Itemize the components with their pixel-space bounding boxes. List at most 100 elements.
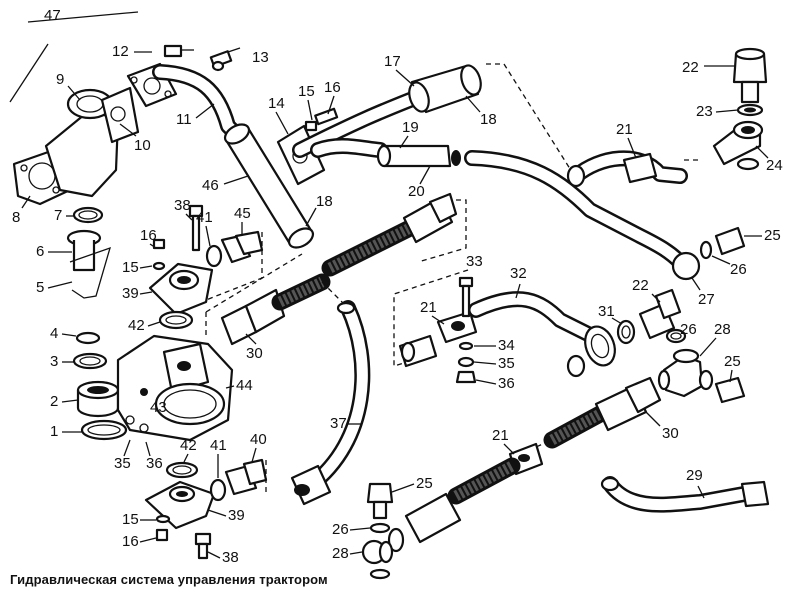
callout-45: 45: [234, 205, 251, 222]
callout-26-lower: 26: [332, 521, 349, 538]
callout-44: 44: [236, 377, 253, 394]
callout-38-top: 38: [174, 197, 191, 214]
washer-34: [458, 341, 474, 351]
callout-9: 9: [56, 71, 64, 88]
pin-5: [69, 246, 111, 299]
callout-43: 43: [150, 399, 167, 416]
callout-36-mid: 36: [498, 375, 515, 392]
callout-33: 33: [466, 253, 483, 270]
pump-44: [116, 334, 234, 442]
washer-26-lower: [369, 522, 391, 534]
callout-42-lower: 42: [180, 437, 197, 454]
pipe-18-arm: [292, 92, 418, 158]
callout-31: 31: [598, 303, 615, 320]
callout-23: 23: [696, 103, 713, 120]
ring-42-lower: [165, 461, 199, 479]
hose-lower: [387, 457, 521, 553]
fitting-22-mid: [638, 288, 682, 340]
callout-11: 11: [176, 111, 192, 128]
callout-15-lower: 15: [122, 511, 139, 528]
bracket-39-lower: [144, 480, 216, 560]
callout-38-lower: 38: [222, 549, 239, 566]
callout-35-mid: 35: [498, 355, 515, 372]
callout-3: 3: [50, 353, 58, 370]
callout-15-top: 15: [298, 83, 315, 100]
callout-46: 46: [202, 177, 219, 194]
callout-12: 12: [112, 43, 129, 60]
washer-4: [75, 331, 101, 345]
washer-23: [736, 103, 764, 117]
callout-35-lower: 35: [114, 455, 131, 472]
ring-31: [616, 319, 636, 345]
callout-16-top: 16: [324, 79, 341, 96]
callout-28-lower: 28: [332, 545, 349, 562]
coupling-17-18: [408, 64, 482, 114]
callout-15-mid: 15: [122, 259, 139, 276]
dash-center: [321, 199, 467, 307]
callout-16-lower: 16: [122, 533, 139, 550]
callout-32: 32: [510, 265, 527, 282]
pipe-29: [600, 476, 770, 513]
washer-26-mid: [665, 328, 687, 344]
pipe-11: [152, 64, 244, 142]
callout-42-top: 42: [128, 317, 145, 334]
bolts-12-13: [163, 44, 241, 72]
callout-1: 1: [50, 423, 58, 440]
callout-8: 8: [12, 209, 20, 226]
callout-39-top: 39: [122, 285, 139, 302]
dash-30-right: [519, 439, 553, 455]
callout-36-lower: 36: [146, 455, 163, 472]
ring-42-upper: [158, 310, 194, 330]
callout-39-lower: 39: [228, 507, 245, 524]
callout-21-top: 21: [616, 121, 633, 138]
ring-7: [72, 206, 104, 224]
leader-47b: [9, 43, 49, 103]
callout-17: 17: [384, 53, 401, 70]
callout-25-lower: 25: [416, 475, 433, 492]
nut-36: [455, 370, 477, 384]
plug-6: [66, 229, 102, 272]
callout-18-top: 18: [480, 111, 497, 128]
ring-25-side: [698, 369, 714, 391]
callout-22-top: 22: [682, 59, 699, 76]
callout-26-mid: 26: [680, 321, 697, 338]
banjo-28-lower: [361, 539, 394, 565]
callout-29: 29: [686, 467, 703, 484]
callout-28-mid: 28: [714, 321, 731, 338]
callout-47: 47: [44, 7, 61, 24]
callout-18-mid: 18: [316, 193, 333, 210]
callout-4: 4: [50, 325, 58, 342]
callout-24: 24: [766, 157, 783, 174]
callout-16-mid: 16: [140, 227, 157, 244]
callout-2: 2: [50, 393, 58, 410]
tee-28: [657, 348, 704, 398]
callout-21-lower: 21: [492, 427, 509, 444]
callout-26-top: 26: [730, 261, 747, 278]
callout-6: 6: [36, 243, 44, 260]
ring-1: [80, 419, 128, 441]
ring-32-end: [566, 354, 586, 378]
pipe-37: [290, 300, 371, 506]
callout-21-mid: 21: [420, 299, 437, 316]
bolt-25-lower: [366, 482, 394, 520]
callout-41-lower: 41: [210, 437, 227, 454]
elbow-housing: [12, 86, 140, 206]
coupling-19-20: [376, 144, 461, 168]
banjo-24: [712, 120, 764, 171]
washer-lower: [369, 568, 391, 580]
pipe-46: [223, 123, 315, 249]
figure-caption: Гидравлическая система управления тракто…: [10, 572, 328, 587]
bolt-33: [458, 276, 474, 318]
hose-30-right: [543, 376, 662, 449]
clamp-21-mid: [398, 310, 478, 368]
leader-47: [27, 11, 139, 23]
bracket-39-upper: [148, 204, 214, 316]
pipe-21-upper: [566, 150, 688, 188]
pipe-long: [464, 150, 746, 281]
callout-7: 7: [54, 207, 62, 224]
hose-30-left: [220, 273, 331, 346]
callout-13: 13: [252, 49, 269, 66]
banjo-bolt-22: [732, 47, 768, 104]
callout-37: 37: [330, 415, 347, 432]
